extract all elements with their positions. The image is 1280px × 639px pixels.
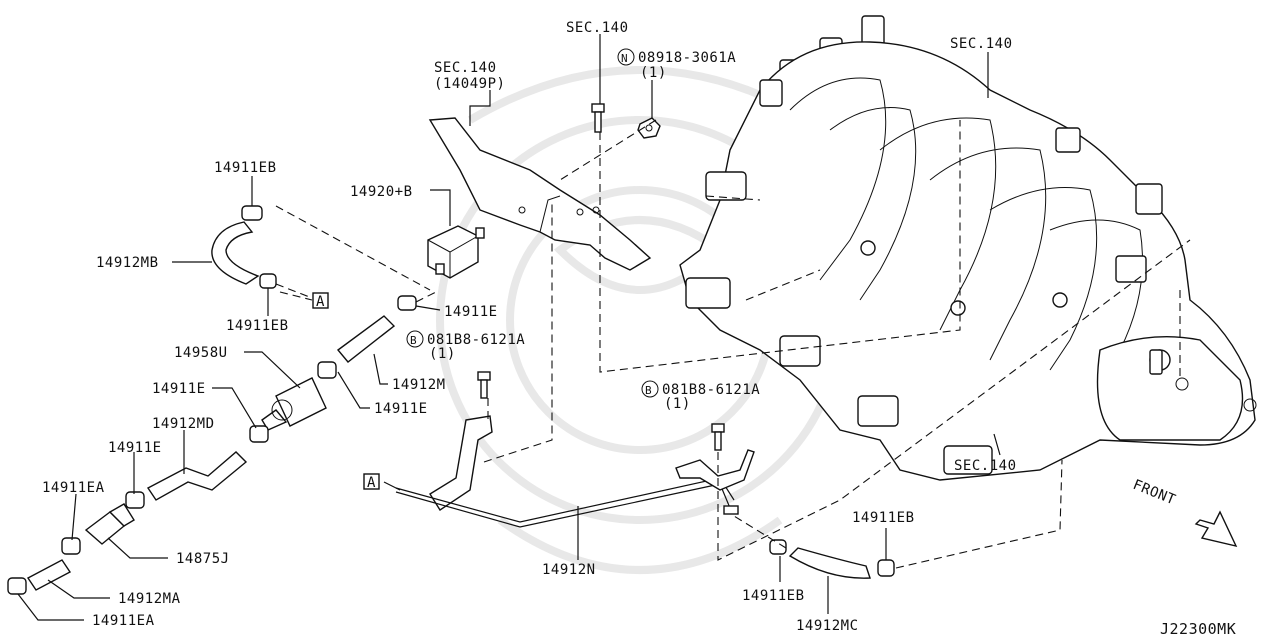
- ref-a-dash: [279, 291, 313, 301]
- hose-14912m: [336, 315, 396, 363]
- label-nut-code: 08918-3061A: [638, 50, 736, 66]
- label-bolt1-code: 081B8-6121A: [427, 332, 525, 348]
- svg-text:A: A: [367, 475, 376, 491]
- bracket-14049p: [428, 117, 652, 271]
- label-nut-qty: (1): [640, 65, 667, 81]
- assembly-dash-lines: [275, 119, 1191, 569]
- diagram-id: J22300MK: [1160, 620, 1236, 638]
- clamp-14911e-left: [249, 425, 269, 443]
- clamp-14911eb-right: [877, 559, 895, 577]
- label-14912mc: 14912MC: [796, 618, 859, 634]
- label-bolt2-code: 081B8-6121A: [662, 382, 760, 398]
- ref-box-a-upper: A: [312, 292, 329, 310]
- bolt-sec140: [591, 103, 605, 133]
- label-14912ma: 14912MA: [118, 591, 181, 607]
- front-direction-arrow: FRONT: [1131, 477, 1238, 548]
- front-label: FRONT: [1131, 477, 1178, 509]
- leader-lines: [17, 34, 1001, 621]
- label-14911eb-right: 14911EB: [852, 510, 915, 526]
- svg-text:B: B: [645, 384, 652, 397]
- clamp-14911eb-top: [241, 205, 263, 221]
- label-14912m: 14912M: [392, 377, 446, 393]
- clamp-14911eb-mid: [259, 273, 277, 289]
- clamp-14911eb-bottom: [769, 539, 787, 555]
- label-sec140-left-sub: (14049P): [434, 76, 505, 92]
- label-14875j: 14875J: [176, 551, 230, 567]
- label-14911e-left: 14911E: [152, 381, 206, 397]
- circle-n-symbol: N: [617, 48, 635, 66]
- label-bolt1-qty: (1): [429, 346, 456, 362]
- circle-b-symbol-2: B: [641, 380, 659, 398]
- label-sec140-bottom: SEC.140: [954, 458, 1017, 474]
- label-14912n: 14912N: [542, 562, 596, 578]
- bolt-081b8-right: [711, 423, 725, 451]
- fuel-filter-14958u: [261, 377, 327, 431]
- label-14911e-mid: 14911E: [374, 401, 428, 417]
- clamp-14911ea-top: [61, 537, 81, 555]
- label-bolt2-qty: (1): [664, 396, 691, 412]
- svg-text:A: A: [316, 294, 325, 310]
- label-14911ea-bottom: 14911EA: [92, 613, 155, 629]
- label-sec140-right: SEC.140: [950, 36, 1013, 52]
- svg-text:B: B: [410, 334, 417, 347]
- clamp-14911e-lower: [125, 491, 145, 509]
- label-sec140-left: SEC.140: [434, 60, 497, 76]
- circle-b-symbol-1: B: [406, 330, 424, 348]
- hose-14912md: [146, 451, 248, 501]
- label-sec140-top: SEC.140: [566, 20, 629, 36]
- label-14958u: 14958U: [174, 345, 228, 361]
- clamp-14911e-mid: [317, 361, 337, 379]
- label-14912mb: 14912MB: [96, 255, 159, 271]
- clamp-14911ea-bottom: [7, 577, 27, 595]
- fuel-hard-line-14912n: [395, 415, 755, 528]
- ref-box-a-lower: A: [363, 473, 380, 491]
- connector-14875j: [84, 503, 135, 545]
- label-14911e-lower: 14911E: [108, 440, 162, 456]
- solenoid-valve-14920b: [427, 225, 485, 279]
- hose-14912ma: [26, 559, 72, 591]
- label-14911eb-bottom: 14911EB: [742, 588, 805, 604]
- label-14911ea-top: 14911EA: [42, 480, 105, 496]
- bolt-081b8-left: [477, 371, 491, 399]
- label-14911e-right: 14911E: [444, 304, 498, 320]
- label-14912md: 14912MD: [152, 416, 215, 432]
- svg-text:N: N: [621, 52, 628, 65]
- label-14911eb-mid: 14911EB: [226, 318, 289, 334]
- clamp-14911e-right: [397, 295, 417, 311]
- intake-manifold: [679, 15, 1257, 481]
- hose-14912mb: [211, 221, 260, 285]
- label-14911eb-top: 14911EB: [214, 160, 277, 176]
- hose-14912mc: [788, 547, 871, 579]
- label-14920b: 14920+B: [350, 184, 413, 200]
